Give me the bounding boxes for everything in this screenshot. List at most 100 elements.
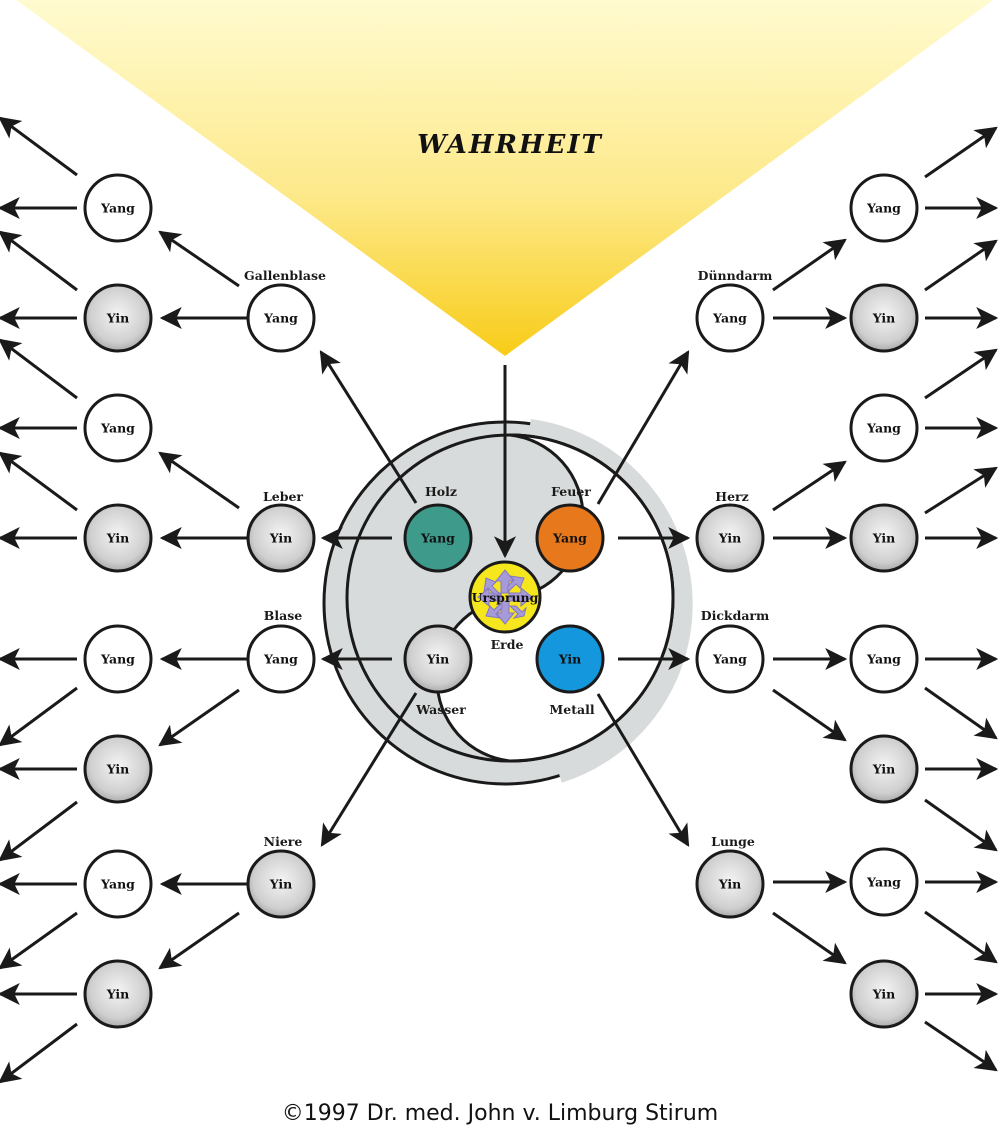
- arrow-right-outer-10: [924, 686, 998, 740]
- right-outer-node-8-text: Yin: [872, 987, 896, 1002]
- left-outer-node-1: Yang: [83, 173, 153, 243]
- organ-duenndarm-circle: [695, 283, 765, 353]
- left-outer-node-6: Yin: [83, 734, 153, 804]
- element-wasser-text: Yin: [426, 652, 450, 667]
- organ-leber-text: Yin: [269, 531, 293, 546]
- right-outer-node-6-text: Yin: [872, 762, 896, 777]
- organ-gallenblase: Yang: [246, 283, 316, 353]
- arrow-right-organ-branch-6: [772, 688, 847, 742]
- arrow-wasser-to-niere: [320, 692, 418, 847]
- element-label-feuer: Feuer: [551, 484, 591, 499]
- arrow-right-outer-3: [924, 239, 998, 292]
- right-outer-node-1-circle: [849, 173, 919, 243]
- left-outer-node-2: Yin: [83, 283, 153, 353]
- arrow-left-outer-5: [0, 338, 78, 400]
- left-outer-node-5-circle: [83, 624, 153, 694]
- organ-label-leber: Leber: [263, 489, 303, 504]
- right-outer-node-4-circle: [849, 503, 919, 573]
- left-outer-node-5-text: Yang: [100, 652, 135, 667]
- element-label-metall: Metall: [549, 702, 594, 717]
- left-outer-node-7-circle: [83, 849, 153, 919]
- right-outer-node-1: Yang: [849, 173, 919, 243]
- arrow-right-organ-branch-8: [772, 911, 847, 965]
- arrow-left-outer-7: [0, 451, 78, 512]
- organ-gallenblase-text: Yang: [263, 311, 298, 326]
- organ-leber: Yin: [246, 503, 316, 573]
- right-outer-node-3-text: Yang: [866, 421, 901, 436]
- element-holz: Yang: [403, 503, 473, 573]
- left-outer-node-6-circle: [83, 734, 153, 804]
- organ-blase-circle: [246, 624, 316, 694]
- right-outer-node-5-circle: [849, 624, 919, 694]
- organ-niere-circle: [246, 849, 316, 919]
- right-outer-node-6: Yin: [849, 734, 919, 804]
- copyright-notice: ©1997 Dr. med. John v. Limburg Stirum: [282, 1101, 718, 1126]
- left-outer-node-8-text: Yin: [106, 987, 130, 1002]
- element-wasser: Yin: [403, 624, 473, 694]
- organ-label-dickdarm: Dickdarm: [701, 608, 770, 623]
- right-outer-node-3: Yang: [849, 393, 919, 463]
- left-outer-node-4-text: Yin: [106, 531, 130, 546]
- left-outer-node-1-circle: [83, 173, 153, 243]
- organ-label-herz: Herz: [715, 489, 748, 504]
- left-outer-node-3-circle: [83, 393, 153, 463]
- arrow-right-outer-7: [924, 466, 998, 515]
- organ-niere: Yin: [246, 849, 316, 919]
- right-outer-node-7: Yang: [849, 847, 919, 917]
- organ-lunge: Yin: [695, 849, 765, 919]
- right-outer-node-2: Yin: [849, 283, 919, 353]
- right-outer-node-7-text: Yang: [866, 875, 901, 890]
- organ-herz: Yin: [695, 503, 765, 573]
- organ-leber-circle: [246, 503, 316, 573]
- arrow-right-outer-14: [924, 910, 998, 964]
- title: WAHRHEIT: [417, 130, 603, 160]
- ursprung-node: Ursprung: [468, 560, 542, 634]
- left-outer-node-7-text: Yang: [100, 877, 135, 892]
- arrow-right-outer-12: [924, 798, 998, 852]
- left-outer-node-1-text: Yang: [100, 201, 135, 216]
- organ-dickdarm: Yang: [695, 624, 765, 694]
- truth-light-cone: [16, 0, 993, 356]
- organ-label-blase: Blase: [264, 608, 302, 623]
- arrow-left-outer-16: [0, 1022, 78, 1084]
- element-feuer-text: Yang: [552, 531, 587, 546]
- organ-label-gallenblase: Gallenblase: [244, 268, 326, 283]
- organ-blase-text: Yang: [263, 652, 298, 667]
- left-outer-node-4: Yin: [83, 503, 153, 573]
- arrow-layer: [0, 116, 999, 1084]
- arrow-right-organ-branch-3: [772, 460, 847, 512]
- ursprung-label: Ursprung: [472, 590, 539, 605]
- right-outer-node-5: Yang: [849, 624, 919, 694]
- erde-label: Erde: [491, 637, 524, 652]
- organ-label-duenndarm: Dünndarm: [698, 268, 773, 283]
- right-outer-node-8: Yin: [849, 959, 919, 1029]
- outer-ring-right-band: [529, 419, 693, 783]
- arrow-left-organ-branch-3: [158, 451, 240, 510]
- left-outer-node-5: Yang: [83, 624, 153, 694]
- organ-dickdarm-text: Yang: [712, 652, 747, 667]
- arrow-left-organ-branch-1: [158, 230, 240, 288]
- organ-gallenblase-circle: [246, 283, 316, 353]
- arrow-left-outer-12: [0, 800, 78, 862]
- left-outer-node-4-circle: [83, 503, 153, 573]
- organ-label-lunge: Lunge: [711, 834, 755, 849]
- left-outer-node-8-circle: [83, 959, 153, 1029]
- arrow-right-outer-1: [924, 126, 998, 179]
- arrow-right-outer-16: [924, 1020, 998, 1072]
- element-holz-circle: [403, 503, 473, 573]
- organ-herz-circle: [695, 503, 765, 573]
- left-outer-node-2-text: Yin: [106, 311, 130, 326]
- organ-herz-text: Yin: [718, 531, 742, 546]
- left-outer-node-6-text: Yin: [106, 762, 130, 777]
- left-outer-node-8: Yin: [83, 959, 153, 1029]
- arrow-left-outer-14: [0, 911, 78, 970]
- right-outer-node-2-text: Yin: [872, 311, 896, 326]
- left-outer-node-3-text: Yang: [100, 421, 135, 436]
- left-outer-node-3: Yang: [83, 393, 153, 463]
- element-label-holz: Holz: [425, 484, 457, 499]
- element-metall-text: Yin: [558, 652, 582, 667]
- right-outer-node-3-circle: [849, 393, 919, 463]
